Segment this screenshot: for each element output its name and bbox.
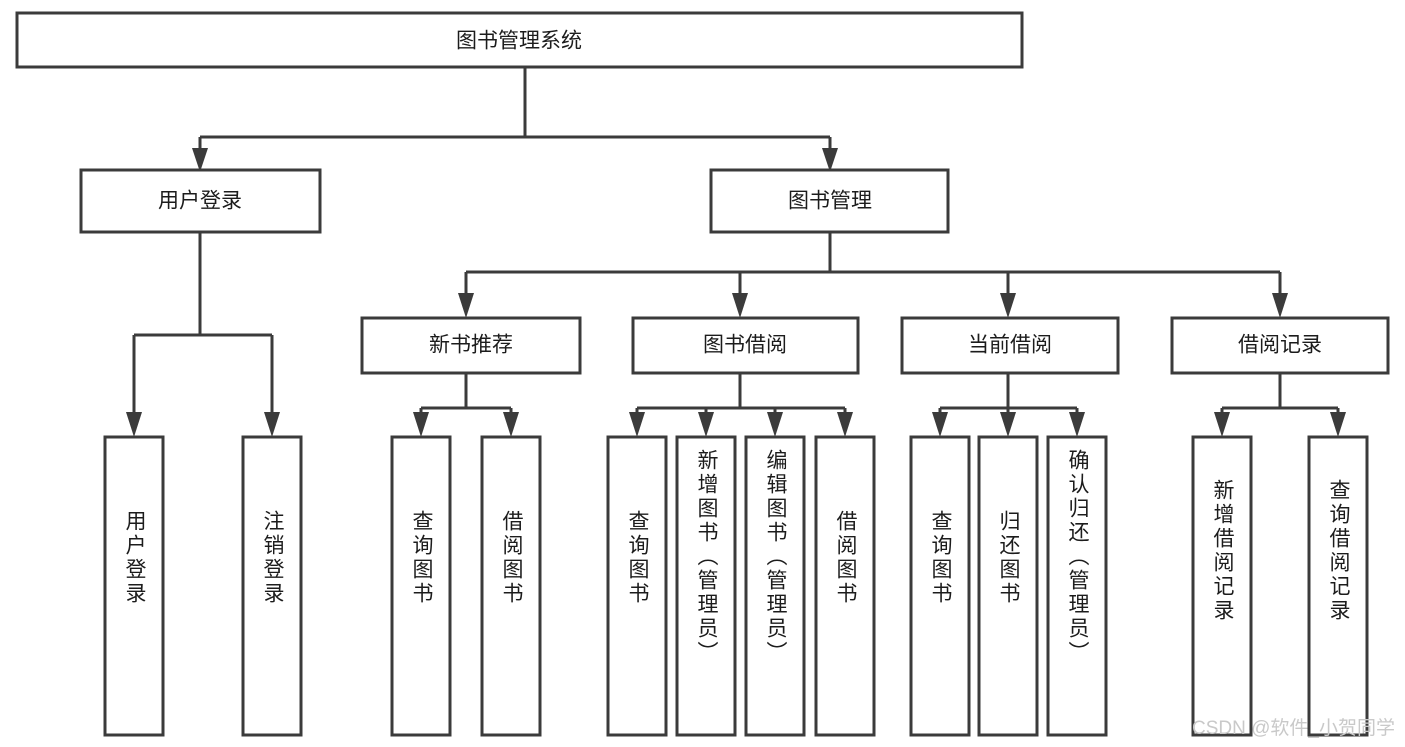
- arrow-leaf-user-login: [126, 412, 142, 437]
- node-root-label: 图书管理系统: [456, 30, 582, 53]
- arrow-leaf-borrow-book-1: [503, 412, 519, 437]
- node-book-manage-label: 图书管理: [788, 190, 872, 213]
- leaf-box-logout[interactable]: [241, 435, 303, 737]
- node-book-borrow-box[interactable]: [631, 316, 860, 375]
- leaf-box-borrow-book-2[interactable]: [814, 435, 876, 737]
- edge-group-new-book-recommend: [413, 373, 519, 437]
- leaf-box-edit-book[interactable]: [744, 435, 806, 737]
- arrow-leaf-confirm-return: [1069, 412, 1085, 437]
- leaf-box-query-record[interactable]: [1307, 435, 1369, 737]
- arrow-leaf-return-book: [1000, 412, 1016, 437]
- leaf-box-borrow-book-1[interactable]: [480, 435, 542, 737]
- arrow-to-book-manage: [822, 148, 838, 172]
- edge-group-current-borrow: [932, 373, 1085, 437]
- leaf-box-query-book-2[interactable]: [606, 435, 668, 737]
- node-current-borrow-box[interactable]: [900, 316, 1120, 375]
- leaf-box-return-book[interactable]: [977, 435, 1039, 737]
- node-current-borrow[interactable]: 当前借阅: [900, 316, 1120, 375]
- arrow-to-new-book-recommend: [458, 293, 474, 318]
- leaf-box-add-record[interactable]: [1191, 435, 1253, 737]
- node-new-book-recommend-box[interactable]: [360, 316, 582, 375]
- arrow-to-book-borrow: [732, 293, 748, 318]
- arrow-to-current-borrow: [1000, 293, 1016, 318]
- node-borrow-record-label: 借阅记录: [1238, 334, 1322, 357]
- arrow-to-user-login: [192, 148, 208, 172]
- leaf-box-user-login[interactable]: [103, 435, 165, 737]
- node-current-borrow-label: 当前借阅: [968, 334, 1052, 357]
- node-user-login[interactable]: 用户登录: [79, 168, 322, 234]
- arrow-leaf-edit-book: [767, 412, 783, 437]
- node-borrow-record[interactable]: 借阅记录: [1170, 316, 1390, 375]
- node-book-borrow-label: 图书借阅: [703, 334, 787, 357]
- node-user-login-label: 用户登录: [158, 190, 242, 213]
- node-book-manage-box[interactable]: [709, 168, 950, 234]
- arrow-leaf-query-book-3: [932, 412, 948, 437]
- arrow-leaf-query-book-2: [629, 412, 645, 437]
- leaf-box-query-book-3[interactable]: [909, 435, 971, 737]
- node-borrow-record-box[interactable]: [1170, 316, 1390, 375]
- edge-group-borrow-record: [1214, 373, 1346, 437]
- csdn-watermark: CSDN @软件_小贺同学: [1192, 718, 1395, 739]
- leaf-box-query-book-1[interactable]: [390, 435, 452, 737]
- node-new-book-recommend[interactable]: 新书推荐: [360, 316, 582, 375]
- edge-group-book-manage: [458, 232, 1288, 318]
- leaf-box-group: [103, 435, 1369, 737]
- arrow-to-borrow-record: [1272, 293, 1288, 318]
- node-user-login-box[interactable]: [79, 168, 322, 234]
- node-new-book-recommend-label: 新书推荐: [429, 334, 513, 357]
- arrow-leaf-borrow-book-2: [837, 412, 853, 437]
- arrow-leaf-query-record: [1330, 412, 1346, 437]
- leaf-box-confirm-return[interactable]: [1046, 435, 1108, 737]
- edge-group-user-login: [126, 232, 280, 437]
- edge-group-root: [192, 67, 838, 172]
- node-root-box[interactable]: [15, 11, 1024, 69]
- arrow-leaf-add-record: [1214, 412, 1230, 437]
- node-book-manage[interactable]: 图书管理: [709, 168, 950, 234]
- node-root[interactable]: 图书管理系统: [15, 11, 1024, 69]
- node-book-borrow[interactable]: 图书借阅: [631, 316, 860, 375]
- arrow-leaf-logout: [264, 412, 280, 437]
- arrow-leaf-add-book: [698, 412, 714, 437]
- arrow-leaf-query-book-1: [413, 412, 429, 437]
- edge-group-book-borrow: [629, 373, 853, 437]
- leaf-box-add-book[interactable]: [675, 435, 737, 737]
